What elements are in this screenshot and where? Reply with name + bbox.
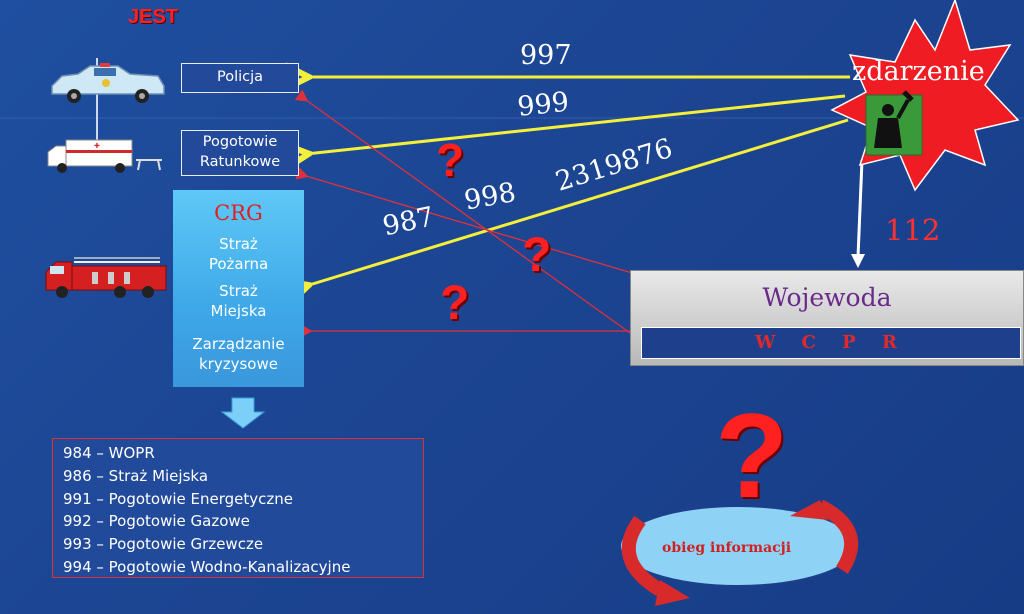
ambulance-icon: ✚ [48,140,162,173]
crg-item-line: Straż [173,235,304,255]
crg-item-straz-miejska: Straż Miejska [173,282,304,321]
police-car-icon [52,63,164,103]
crg-item-line: Miejska [173,302,304,322]
wojewoda-title: Wojewoda [631,283,1023,312]
slide-title: JEST [128,6,178,29]
event-label: zdarzenie [852,56,985,87]
crg-item-line: Zarządzanie [173,335,304,355]
crg-item-line: Straż [173,282,304,302]
down-arrow-icon [222,398,264,428]
question-mark: ? [440,276,469,331]
wojewoda-box: Wojewoda W C P R [630,270,1024,366]
pogotowie-label-line2: Ratunkowe [200,153,280,173]
crg-item-zarzadzanie: Zarządzanie kryzysowe [173,335,304,374]
question-mark: ? [436,133,464,187]
list-item: 991 – Pogotowie Energetyczne [63,488,423,511]
crg-item-line: kryzysowe [173,355,304,375]
arrow-112 [858,160,862,257]
information-cycle-label: obieg informacji [662,540,791,556]
wcpr-label: W C P R [641,327,1021,359]
pogotowie-box: Pogotowie Ratunkowe [181,130,299,176]
number-997: 997 [520,40,572,71]
pogotowie-label-line1: Pogotowie [203,133,278,153]
question-mark: ? [522,228,551,283]
crg-box: CRG Straż Pożarna Straż Miejska Zarządza… [173,190,304,387]
crg-item-line: Pożarna [173,255,304,275]
explosion-icon [832,0,1018,190]
fire-truck-icon [46,258,166,298]
phone-man-icon [866,92,922,155]
number-999: 999 [516,87,571,123]
list-item: 994 – Pogotowie Wodno-Kanalizacyjne [63,556,423,579]
policja-label: Policja [217,68,263,88]
policja-box: Policja [181,63,299,93]
emergency-numbers-list: 984 – WOPR 986 – Straż Miejska 991 – Pog… [52,438,424,578]
list-item: 986 – Straż Miejska [63,465,423,488]
crg-title: CRG [173,200,304,227]
question-mark-large: ? [715,396,788,516]
crg-item-straz-pozarna: Straż Pożarna [173,235,304,274]
number-112: 112 [885,213,940,247]
list-item: 984 – WOPR [63,442,423,465]
list-item: 993 – Pogotowie Grzewcze [63,533,423,556]
svg-text:✚: ✚ [94,142,100,150]
list-item: 992 – Pogotowie Gazowe [63,510,423,533]
